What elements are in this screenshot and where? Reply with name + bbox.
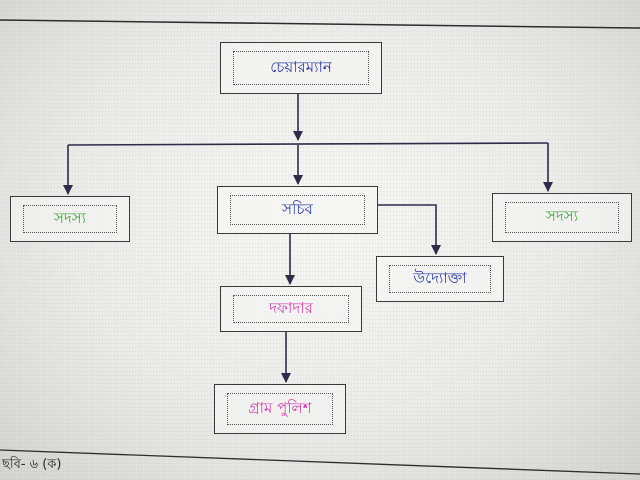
node-entrepreneur-inner: উদ্যোক্তা	[389, 265, 491, 293]
node-chairman-label: চেয়ারম্যান	[270, 57, 332, 76]
node-dafadar-inner: দফাদার	[233, 295, 349, 323]
node-secretary: সচিব	[217, 186, 378, 234]
node-village-police: গ্রাম পুলিশ	[214, 384, 346, 434]
node-entrepreneur-label: উদ্যোক্তা	[413, 268, 467, 287]
node-village-police-label: গ্রাম পুলিশ	[248, 398, 312, 417]
node-member-right: সদস্য	[492, 193, 632, 242]
node-secretary-label: সচিব	[282, 199, 313, 218]
node-member-left-inner: সদস্য	[23, 205, 117, 233]
edge-horizontal-bus	[67, 142, 549, 146]
figure-caption: ছবি- ৬ (ক)	[2, 457, 62, 472]
node-member-right-inner: সদস্য	[505, 202, 619, 233]
node-dafadar-label: দফাদার	[269, 298, 313, 317]
node-member-left-label: সদস্য	[53, 208, 87, 227]
node-chairman: চেয়ারম্যান	[220, 42, 382, 94]
node-dafadar: দফাদার	[220, 286, 362, 332]
node-member-left: সদস্য	[10, 196, 130, 242]
node-chairman-inner: চেয়ারম্যান	[233, 51, 369, 85]
node-member-right-label: সদস্য	[545, 207, 579, 225]
node-village-police-inner: গ্রাম পুলিশ	[227, 393, 333, 425]
node-secretary-inner: সচিব	[230, 195, 365, 225]
edge-secretary-to-entrepreneur	[378, 204, 441, 255]
node-entrepreneur: উদ্যোক্তা	[376, 256, 504, 302]
